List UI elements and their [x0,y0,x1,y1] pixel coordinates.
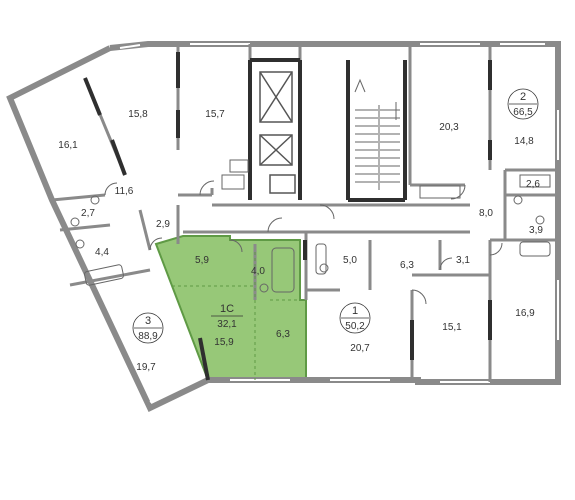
apartment-number: 3 [145,315,151,327]
room-area-label: 11,6 [115,186,134,197]
room-area-label: 5,0 [343,255,357,266]
windows [21,43,559,403]
room-area-label: 2,6 [526,179,540,190]
apartment-marker-1c[interactable]: 1C 32,1 [211,303,243,330]
room-area-label: 2,9 [156,219,170,230]
room-area-label: 5,9 [195,255,209,266]
room-area-label: 15,1 [442,322,462,333]
room-area-label: 15,8 [128,109,148,120]
apartment-total-area: 50,2 [345,321,365,332]
apartment-number: 1 [352,305,358,317]
room-area-label: 14,8 [514,136,534,147]
apartment-total-area: 88,9 [138,331,158,342]
room-area-label: 4,4 [95,247,109,258]
apartment-total-area: 66,5 [513,107,533,118]
bath-fixtures [70,159,551,293]
room-area-label: 6,3 [276,329,290,340]
room-area-label: 3,1 [456,255,470,266]
apartment-marker-2[interactable]: 2 66,5 [507,88,539,120]
room-area-label: 20,7 [350,343,370,354]
staircase [354,78,400,190]
doors [104,180,503,305]
room-area-label: 3,9 [529,225,543,236]
room-area-label: 15,9 [214,337,234,348]
apartment-1c-zone-lines [172,252,300,380]
room-area-label: 15,7 [205,109,225,120]
apartment-number: 1C [220,303,234,315]
room-area-label: 4,0 [251,266,265,277]
apartment-number: 2 [520,91,526,103]
room-area-label: 16,9 [515,308,535,319]
room-area-label: 8,0 [479,208,493,219]
room-area-label: 6,3 [400,260,414,271]
room-area-label: 20,3 [439,122,459,133]
room-area-label: 16,1 [58,140,78,151]
room-area-label: 2,7 [81,208,95,219]
apartment-marker-1[interactable]: 1 50,2 [339,302,371,334]
room-area-label: 19,7 [136,362,156,373]
elevator-shafts [259,71,296,194]
apartment-total-area: 32,1 [217,319,237,330]
structural-walls [83,52,492,381]
apartment-marker-3[interactable]: 3 88,9 [132,312,164,344]
